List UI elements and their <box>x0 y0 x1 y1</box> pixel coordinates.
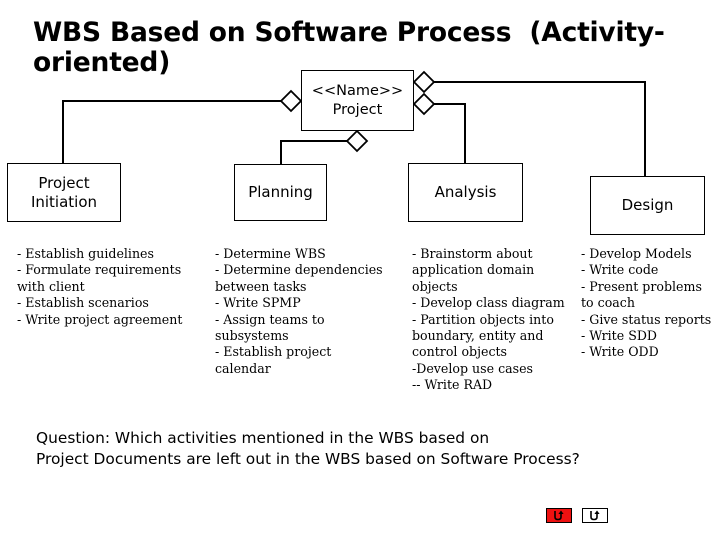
nav-icon-group <box>546 508 610 523</box>
connector-to-planning <box>280 140 347 164</box>
aggregation-diamond-left <box>279 89 303 113</box>
column-analysis-items: - Brainstorm about application domain ob… <box>412 246 565 393</box>
wbs-diagram: <<Name>> Project Project Initiation Plan… <box>0 0 720 250</box>
aggregation-diamond-right-lower <box>412 92 436 116</box>
aggregation-diamond-right-upper <box>412 70 436 94</box>
node-design[interactable]: Design <box>590 176 705 235</box>
back-button[interactable] <box>546 508 572 523</box>
root-label: Project <box>332 101 383 118</box>
connector-to-design <box>434 81 646 176</box>
node-planning[interactable]: Planning <box>234 164 327 221</box>
node-root-project[interactable]: <<Name>> Project <box>301 70 414 131</box>
node-analysis[interactable]: Analysis <box>408 163 523 222</box>
page-title: WBS Based on Software Process (Activity-… <box>33 17 665 78</box>
column-project-initiation-items: - Establish guidelines - Formulate requi… <box>17 246 183 327</box>
aggregation-diamond-bottom <box>345 129 369 153</box>
connector-to-project-initiation <box>62 100 281 163</box>
column-design-items: - Develop Models - Write code - Present … <box>581 246 712 360</box>
home-button[interactable] <box>582 508 608 523</box>
node-project-initiation[interactable]: Project Initiation <box>7 163 121 222</box>
root-stereotype: <<Name>> <box>311 82 404 99</box>
column-planning-items: - Determine WBS - Determine dependencies… <box>215 246 383 376</box>
return-arrow-icon <box>554 510 564 521</box>
connector-to-analysis <box>434 103 466 163</box>
return-arrow-icon <box>590 510 600 521</box>
diagram-connectors <box>62 70 646 176</box>
question-text: Question: Which activities mentioned in … <box>36 429 580 468</box>
